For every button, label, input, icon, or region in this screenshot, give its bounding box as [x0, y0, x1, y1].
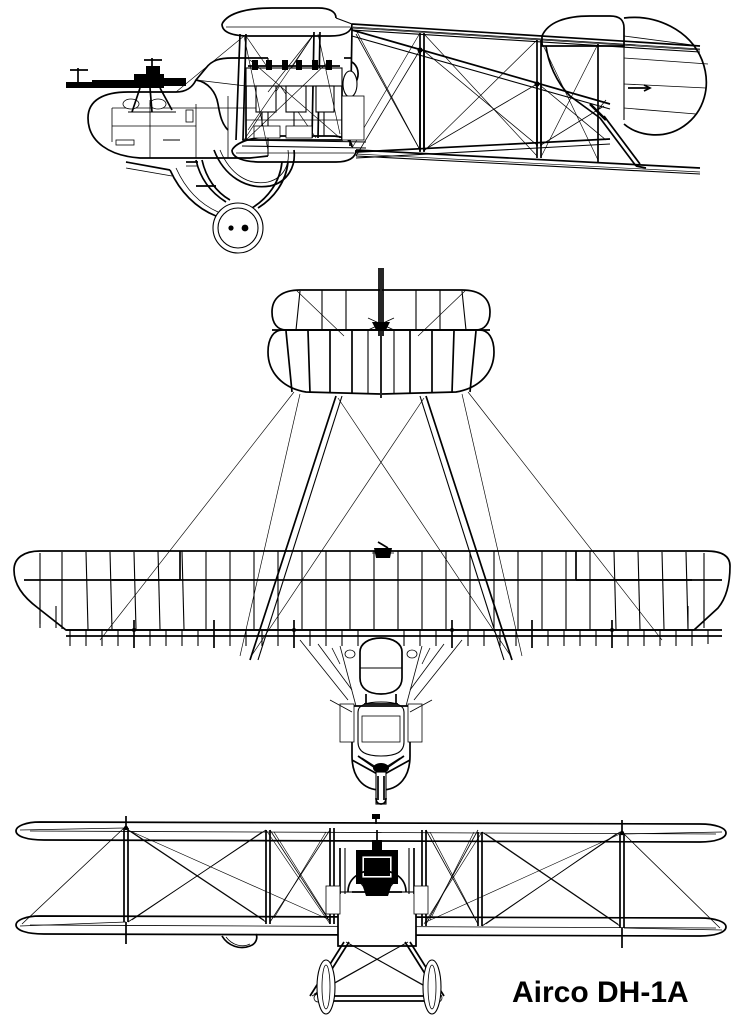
top-tailplane: [267, 268, 495, 398]
side-propeller: [341, 57, 365, 141]
top-cabane-struts: [299, 639, 463, 707]
top-view: [13, 268, 731, 805]
front-upper-wing: [15, 821, 727, 843]
side-landing-gear: [125, 149, 296, 254]
side-tail-surfaces: [541, 15, 709, 169]
top-tail-booms: [99, 391, 663, 661]
side-engine: [241, 57, 367, 149]
drawing-caption: Airco DH-1A: [512, 976, 689, 1009]
side-upper-wing: [221, 7, 701, 53]
front-bracing-wires: [19, 827, 723, 931]
side-view: [66, 7, 709, 254]
top-centre-fitting: [372, 541, 394, 558]
front-landing-gear: [309, 941, 445, 1015]
top-strut-attachments: [132, 628, 614, 665]
top-tailplane-ribs: [285, 290, 477, 394]
top-propeller: [359, 637, 403, 705]
top-nacelle: [329, 699, 433, 805]
front-view: [15, 814, 727, 1015]
side-machine-gun: [66, 58, 186, 113]
front-underwing-fairing: [221, 933, 258, 949]
top-wing-ribs: [61, 550, 689, 630]
side-cabane-wires: [175, 33, 341, 151]
front-nacelle: [325, 814, 429, 947]
side-engine-cylinders: [248, 60, 340, 139]
